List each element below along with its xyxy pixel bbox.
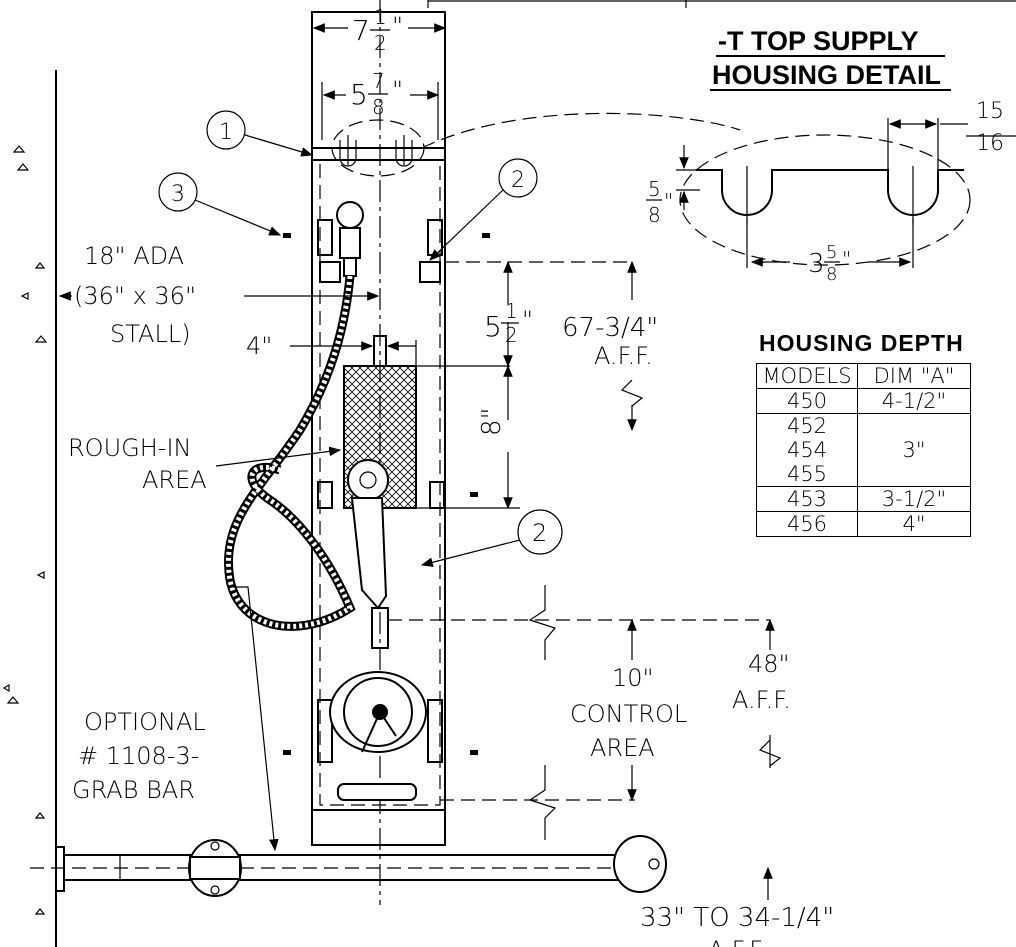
control-1: CONTROL	[570, 700, 687, 728]
width-5-7-8-num: 7	[372, 69, 385, 93]
grab-label-2: # 1108-3-	[78, 742, 199, 770]
models-cell: 453	[756, 486, 858, 512]
aff-33: 33" TO 34-1/4"	[640, 903, 834, 933]
callout-3: 3	[171, 182, 185, 207]
table-row: 453 3-1/2"	[756, 486, 971, 512]
model-455: 455	[786, 462, 828, 486]
wall	[2, 70, 57, 947]
five-half-den: 2	[505, 323, 518, 347]
grab-label-3: GRAB BAR	[72, 776, 195, 804]
housing-depth-table: MODELS DIM "A" 450 4-1/2" 452 454 455 3"…	[756, 363, 971, 537]
dim-5-8-den: 8	[648, 203, 661, 227]
aff-33-label: A.F.F.	[708, 936, 767, 947]
header-dim: DIM "A"	[857, 363, 971, 389]
detail-title-1: -T TOP SUPPLY	[718, 26, 919, 56]
table-header-row: MODELS DIM "A"	[756, 363, 971, 389]
aff-67-label: A.F.F.	[594, 342, 653, 370]
width-7-1-2-num: 1	[374, 5, 387, 29]
aff-67: 67-3/4"	[562, 313, 658, 343]
width-7-1-2-whole: 7	[352, 14, 370, 47]
five-half-whole: 5	[484, 310, 502, 343]
svg-text:": "	[392, 76, 403, 104]
header-models: MODELS	[756, 363, 858, 389]
svg-text:": "	[842, 247, 851, 271]
width-5-7-8-den: 8	[372, 95, 385, 119]
models-cell: 452 454 455	[756, 413, 858, 487]
labels: -T TOP SUPPLY HOUSING DETAIL 15 16 5 8 "…	[68, 5, 1004, 947]
dim-cell: 3-1/2"	[857, 486, 971, 512]
four-inch: 4"	[246, 332, 272, 360]
ada-label-1: 18" ADA	[84, 242, 184, 270]
callout-2-top: 2	[511, 168, 525, 193]
callout-1: 1	[219, 120, 233, 145]
housing	[283, 0, 490, 905]
grab-bar	[30, 835, 667, 897]
width-5-7-8-whole: 5	[350, 78, 368, 111]
grab-label-1: OPTIONAL	[84, 708, 206, 736]
eight-inch: 8"	[477, 407, 507, 436]
width-7-1-2-den: 2	[374, 31, 387, 55]
dim-3-5-8-whole: 3	[808, 249, 825, 279]
svg-text:": "	[664, 189, 673, 213]
dimension-lines	[58, 23, 782, 900]
housing-depth-title: HOUSING DEPTH	[759, 330, 964, 356]
ada-label-2: (36" x 36"	[74, 282, 196, 310]
aff-48: 48"	[748, 650, 790, 678]
dim-5-8-num: 5	[648, 177, 661, 201]
ten-inch: 10"	[612, 664, 654, 692]
dim-cell: 4-1/2"	[857, 388, 971, 414]
model-452: 452	[786, 414, 828, 438]
ada-label-3: STALL)	[110, 320, 191, 348]
callouts	[158, 110, 563, 852]
table-row: 452 454 455 3"	[756, 413, 971, 487]
aff-48-label: A.F.F.	[732, 686, 791, 714]
models-cell: 450	[756, 388, 858, 414]
svg-text:": "	[392, 12, 403, 40]
rough-in-1: ROUGH-IN	[68, 434, 191, 462]
callout-2-mid: 2	[532, 519, 547, 547]
table-row: 450 4-1/2"	[756, 388, 971, 414]
title-block-edge	[427, 0, 1016, 8]
table-row: 456 4"	[756, 511, 971, 537]
control-2: AREA	[590, 734, 655, 762]
top-supply-detail	[421, 112, 1016, 268]
five-half-num: 1	[505, 299, 518, 323]
dim-3-5-8-num: 5	[826, 242, 837, 263]
detail-title-2: HOUSING DETAIL	[712, 60, 941, 90]
models-cell: 456	[756, 511, 858, 537]
rough-in-2: AREA	[142, 466, 207, 494]
dim-15-16-num: 15	[976, 99, 1004, 124]
dim-15-16-den: 16	[976, 131, 1004, 156]
dim-3-5-8-den: 8	[826, 264, 837, 285]
dim-cell: 3"	[857, 413, 971, 487]
svg-text:": "	[522, 306, 533, 334]
model-454: 454	[786, 438, 828, 462]
dim-cell: 4"	[857, 511, 971, 537]
